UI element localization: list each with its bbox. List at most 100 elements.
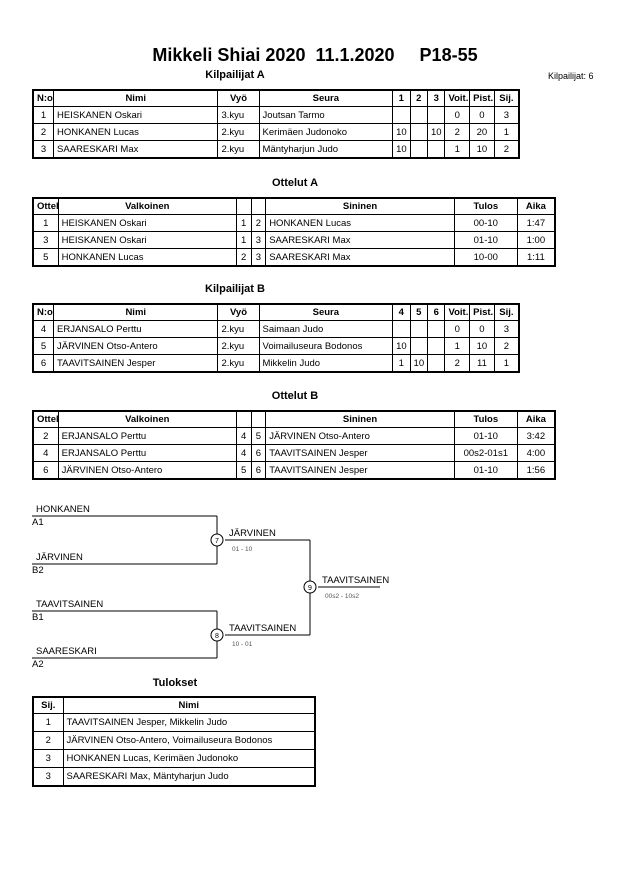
- cell: 1: [444, 140, 471, 159]
- cell: 6: [32, 354, 55, 373]
- cell: 2: [493, 140, 520, 159]
- cell: [409, 140, 429, 159]
- cell: 01-10: [453, 427, 518, 445]
- cell: 10: [426, 123, 446, 141]
- col-number: N:o: [32, 303, 55, 321]
- table-row: 6 JÄRVINEN Otso-Antero 5 6 TAAVITSAINEN …: [32, 461, 556, 480]
- semi2-top-seed: B1: [32, 612, 44, 623]
- matches-a-header-row: Ottelu Valkoinen Sininen Tulos Aika: [32, 197, 556, 215]
- cell: 3: [493, 106, 520, 124]
- cell: 2: [444, 354, 471, 373]
- cell: 4:00: [516, 444, 556, 462]
- matches-a-heading: Ottelut A: [271, 177, 319, 189]
- cell: HONKANEN Lucas: [53, 123, 219, 141]
- match-9-number: 9: [308, 585, 312, 592]
- cell: JÄRVINEN Otso-Antero: [53, 337, 219, 355]
- cell: [392, 320, 411, 338]
- semi2-top-name: TAAVITSAINEN: [36, 599, 103, 610]
- cell: 1:00: [516, 231, 556, 249]
- cell: 1: [444, 337, 471, 355]
- cell: 4: [235, 444, 252, 462]
- col-time: Aika: [516, 410, 556, 428]
- cell: 4: [32, 320, 55, 338]
- col-blue-no: [250, 197, 267, 215]
- cell: JÄRVINEN Otso-Antero, Voimailuseura Bodo…: [62, 731, 316, 750]
- cell: ERJANSALO Perttu: [57, 444, 237, 462]
- cell: [409, 320, 429, 338]
- cell: [409, 123, 429, 141]
- cell: ERJANSALO Perttu: [53, 320, 219, 338]
- cell: 6: [32, 461, 59, 480]
- col-wins: Voit.: [444, 89, 471, 107]
- results-heading: Tulokset: [152, 677, 198, 689]
- cell: Mikkelin Judo: [258, 354, 394, 373]
- cell: Kerimäen Judonoko: [258, 123, 394, 141]
- cell: 1:11: [516, 248, 556, 267]
- col-white-no: [235, 197, 252, 215]
- final-winner: TAAVITSAINEN: [322, 575, 389, 586]
- cell: 0: [469, 320, 495, 338]
- cell: TAAVITSAINEN Jesper: [265, 444, 455, 462]
- col-number: N:o: [32, 89, 55, 107]
- table-row: 2 HONKANEN Lucas 2.kyu Kerimäen Judonoko…: [32, 123, 520, 141]
- page-title: Mikkeli Shiai 2020 11.1.2020 P18-55: [152, 45, 478, 65]
- matches-b-heading: Ottelut B: [271, 390, 319, 402]
- cell: HEISKANEN Oskari: [53, 106, 219, 124]
- col-wins: Voit.: [444, 303, 471, 321]
- table-row: 3 HEISKANEN Oskari 1 3 SAARESKARI Max 01…: [32, 231, 556, 249]
- col-name: Nimi: [62, 696, 316, 714]
- table-row: 4 ERJANSALO Perttu 2.kyu Saimaan Judo 0 …: [32, 320, 520, 338]
- table-row: 5 HONKANEN Lucas 2 3 SAARESKARI Max 10-0…: [32, 248, 556, 267]
- matches-b-table: Ottelu Valkoinen Sininen Tulos Aika 2 ER…: [32, 410, 556, 480]
- col-vs-2: 2: [409, 89, 429, 107]
- results-header-row: Sij. Nimi: [32, 696, 316, 714]
- cell: Joutsan Tarmo: [258, 106, 394, 124]
- cell: [409, 106, 429, 124]
- col-white: Valkoinen: [57, 197, 237, 215]
- cell: SAARESKARI Max, Mäntyharjun Judo: [62, 767, 316, 787]
- competitor-count: Kilpailijat: 6: [548, 71, 594, 81]
- col-vs-3: 3: [426, 89, 446, 107]
- cell: 3.kyu: [217, 106, 260, 124]
- cell: TAAVITSAINEN Jesper, Mikkelin Judo: [62, 713, 316, 732]
- matches-b-header-row: Ottelu Valkoinen Sininen Tulos Aika: [32, 410, 556, 428]
- col-rank: Sij.: [32, 696, 64, 714]
- semi1-top-name: HONKANEN: [36, 504, 90, 515]
- cell: 10: [409, 354, 429, 373]
- col-club: Seura: [258, 303, 394, 321]
- cell: 10: [469, 337, 495, 355]
- cell: 1: [493, 123, 520, 141]
- semi1-score: 01 - 10: [232, 546, 253, 553]
- cell: HONKANEN Lucas: [57, 248, 237, 267]
- bracket-diagram: HONKANEN A1 JÄRVINEN B2 JÄRVINEN TAAVITS…: [32, 504, 389, 670]
- cell: 1: [32, 713, 64, 732]
- cell: 1: [32, 214, 59, 232]
- col-white-no: [235, 410, 252, 428]
- cell: 00s2-01s1: [453, 444, 518, 462]
- cell: 2: [32, 731, 64, 750]
- table-row: 1 HEISKANEN Oskari 3.kyu Joutsan Tarmo 0…: [32, 106, 520, 124]
- cell: 1: [235, 231, 252, 249]
- cell: 0: [444, 320, 471, 338]
- semi2-winner: TAAVITSAINEN: [229, 623, 296, 634]
- col-rank: Sij.: [493, 303, 520, 321]
- cell: 6: [250, 444, 267, 462]
- col-white: Valkoinen: [57, 410, 237, 428]
- cell: [426, 140, 446, 159]
- cell: 01-10: [453, 231, 518, 249]
- cell: 3: [250, 231, 267, 249]
- cell: Mäntyharjun Judo: [258, 140, 394, 159]
- pool-b-heading: Kilpailijat B: [205, 283, 265, 295]
- table-row: 5 JÄRVINEN Otso-Antero 2.kyu Voimailuseu…: [32, 337, 520, 355]
- cell: 1: [493, 354, 520, 373]
- cell: 0: [444, 106, 471, 124]
- cell: 5: [32, 248, 59, 267]
- cell: SAARESKARI Max: [53, 140, 219, 159]
- col-result: Tulos: [453, 410, 518, 428]
- col-belt: Vyö: [217, 303, 260, 321]
- cell: 2: [493, 337, 520, 355]
- cell: [426, 320, 446, 338]
- results-table: Sij. Nimi 1 TAAVITSAINEN Jesper, Mikkeli…: [32, 696, 316, 787]
- semi2-score: 10 - 01: [232, 641, 253, 648]
- table-row: 3 SAARESKARI Max, Mäntyharjun Judo: [32, 767, 316, 787]
